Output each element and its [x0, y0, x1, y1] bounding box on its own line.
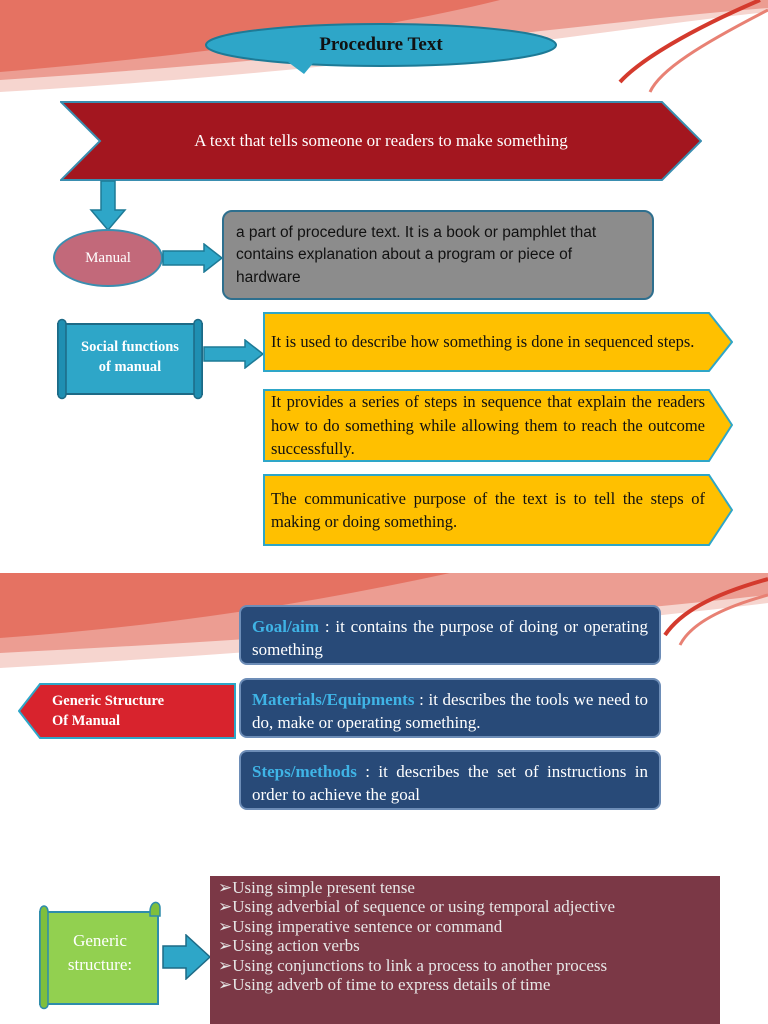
linguistic-feature-item: ➢Using adverb of time to express details… [218, 975, 551, 995]
social-functions-label: Social functions of manual [81, 338, 179, 375]
manual-oval: Manual [53, 229, 163, 287]
page-title: Procedure Text [319, 34, 443, 55]
structure-goal: Goal/aim : it contains the purpose of do… [239, 605, 661, 665]
down-arrow-icon [89, 180, 127, 232]
generic-structure-banner: Generic Structure Of Manual [18, 683, 236, 739]
bullet-arrow-icon: ➢ [218, 955, 233, 975]
definition-banner: A text that tells someone or readers to … [60, 101, 702, 181]
bullet-arrow-icon: ➢ [218, 916, 233, 936]
title-callout: Procedure Text [204, 22, 558, 74]
right-arrow-icon [203, 339, 265, 369]
right-arrow-icon [162, 934, 212, 980]
linguistic-feature-item: ➢Using conjunctions to link a process to… [218, 955, 608, 975]
bullet-arrow-icon: ➢ [218, 936, 233, 956]
generic-structure-label: Generic structure: [67, 931, 133, 974]
linguistic-features-box: ➢Using simple present tense➢Using adverb… [210, 876, 720, 1024]
linguistic-feature-item: ➢Using simple present tense [218, 878, 415, 897]
manual-description: a part of procedure text. It is a book o… [222, 210, 654, 300]
bullet-arrow-icon: ➢ [218, 897, 233, 917]
social-function-item: It is used to describe how something is … [263, 312, 733, 372]
social-function-item: It provides a series of steps in sequenc… [263, 389, 733, 462]
definition-text: A text that tells someone or readers to … [194, 131, 568, 150]
bullet-arrow-icon: ➢ [218, 878, 233, 897]
linguistic-feature-item: ➢Using imperative sentence or command [218, 916, 503, 936]
social-function-item: The communicative purpose of the text is… [263, 474, 733, 546]
linguistic-feature-item: ➢Using adverbial of sequence or using te… [218, 897, 616, 917]
right-arrow-icon [162, 243, 224, 273]
manual-label: Manual [85, 249, 131, 266]
structure-materials: Materials/Equipments : it describes the … [239, 678, 661, 738]
linguistic-feature-item: ➢Using action verbs [218, 936, 360, 956]
bullet-arrow-icon: ➢ [218, 975, 233, 995]
structure-steps: Steps/methods : it describes the set of … [239, 750, 661, 810]
